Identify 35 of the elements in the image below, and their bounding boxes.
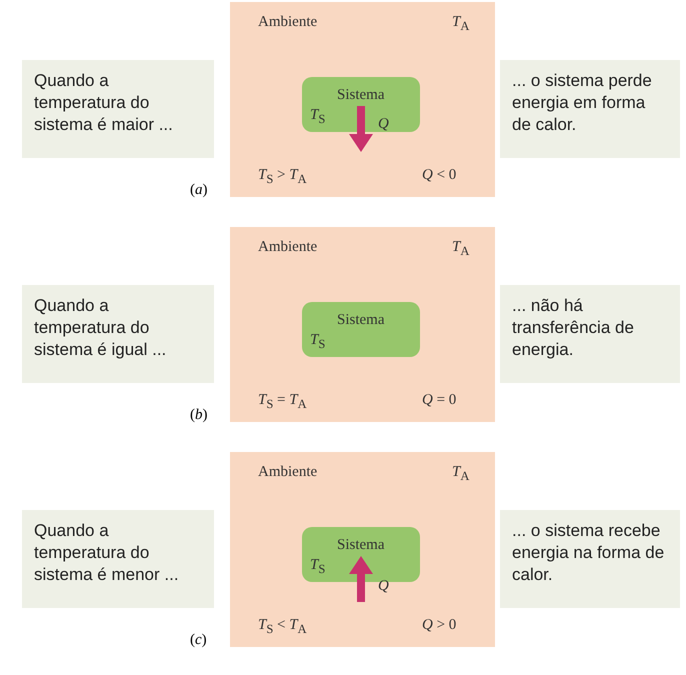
heat-label: Q — [378, 578, 389, 595]
temperature-label: T$_{A}$ — [452, 464, 470, 484]
caption-panel: Quando a temperatura do sistema é igual ... — [22, 285, 214, 383]
region-title: Ambiente — [258, 464, 318, 481]
caption-panel: ... o sistema perde energia em forma de calor. — [500, 60, 680, 158]
environment-region — [230, 227, 495, 422]
region-title: Ambiente — [258, 14, 318, 31]
region-title: Sistema — [337, 87, 384, 104]
heat-relation: Q = 0 — [422, 392, 456, 409]
panel-letter: (a) — [190, 182, 208, 199]
caption-panel: ... o sistema recebe energia na forma de calor. — [500, 510, 680, 608]
heat-relation: Q > 0 — [422, 617, 456, 634]
region-title: Sistema — [337, 312, 384, 329]
temperature-relation: T$_{S}$ > T$_{A}$ — [258, 167, 307, 187]
system-region — [302, 527, 420, 582]
temperature-label: T$_{S}$ — [310, 332, 326, 352]
environment-region — [230, 452, 495, 647]
heat-relation: Q < 0 — [422, 167, 456, 184]
temperature-label: T$_{A}$ — [452, 14, 470, 34]
panel-letter: (c) — [190, 632, 207, 649]
temperature-label: T$_{S}$ — [310, 107, 326, 127]
caption-panel: ... não há transferência de energia. — [500, 285, 680, 383]
temperature-relation: T$_{S}$ = T$_{A}$ — [258, 392, 307, 412]
panel-letter: (b) — [190, 407, 208, 424]
temperature-label: T$_{A}$ — [452, 239, 470, 259]
environment-region — [230, 2, 495, 197]
system-region — [302, 77, 420, 132]
heat-label: Q — [378, 116, 389, 133]
region-title: Sistema — [337, 537, 384, 554]
system-region — [302, 302, 420, 357]
temperature-label: T$_{S}$ — [310, 557, 326, 577]
caption-panel: Quando a temperatura do sistema é menor ... — [22, 510, 214, 608]
region-title: Ambiente — [258, 239, 318, 256]
caption-panel: Quando a temperatura do sistema é maior ... — [22, 60, 214, 158]
temperature-relation: T$_{S}$ < T$_{A}$ — [258, 617, 307, 637]
